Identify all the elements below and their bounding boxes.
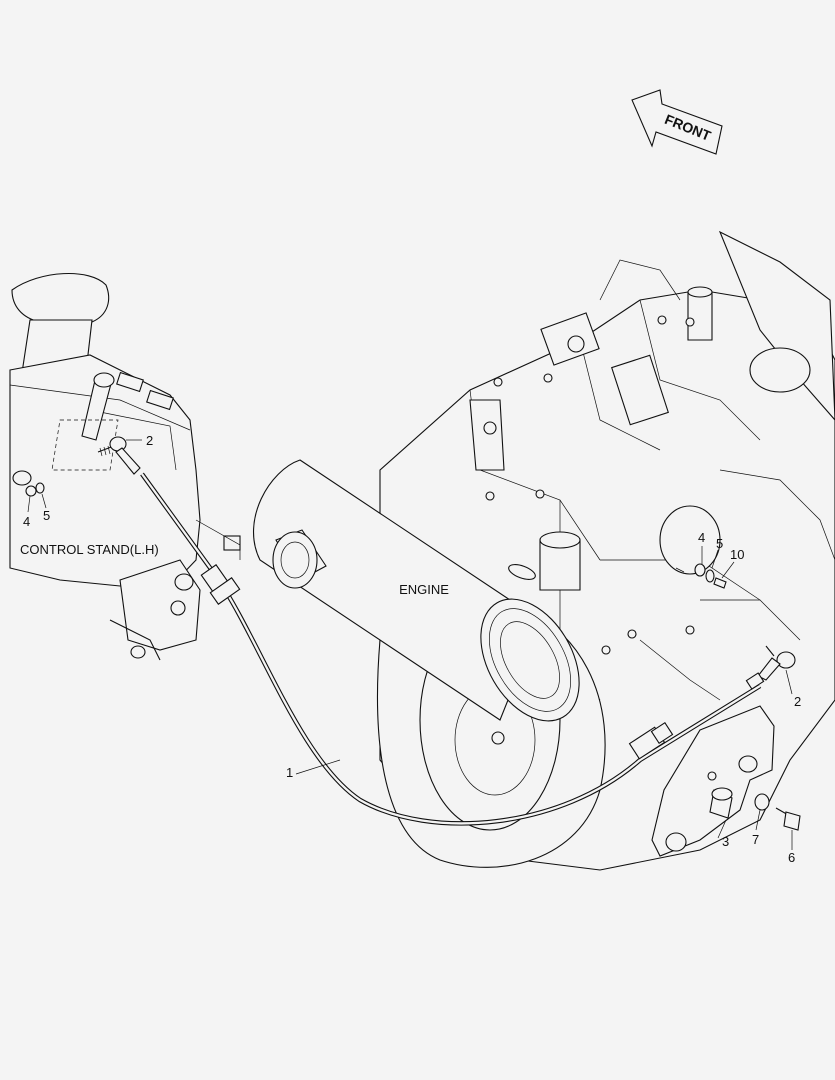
cable-bracket-drawing	[651, 705, 801, 857]
front-arrow-icon: FRONT	[631, 89, 723, 155]
callout-2-right: 2	[794, 694, 801, 709]
callout-3: 3	[722, 834, 729, 849]
engine-label: ENGINE	[399, 582, 449, 597]
callout-4-right: 4	[698, 530, 705, 545]
callout-6: 6	[788, 850, 795, 865]
control-stand-label: CONTROL STAND(L.H)	[20, 542, 159, 557]
callout-2-left: 2	[146, 433, 153, 448]
callout-10: 10	[730, 547, 744, 562]
callout-1: 1	[286, 765, 293, 780]
callout-5-left: 5	[43, 508, 50, 523]
engine-pivot-parts-drawing	[675, 563, 727, 589]
control-cable	[140, 472, 765, 826]
muffler-drawing	[253, 459, 580, 722]
callout-7: 7	[752, 832, 759, 847]
control-stand-drawing	[9, 272, 241, 661]
rod-end-left-drawing	[25, 436, 141, 497]
callout-4-left: 4	[23, 514, 30, 529]
leader-lines	[27, 439, 793, 850]
callout-5-right: 5	[716, 536, 723, 551]
